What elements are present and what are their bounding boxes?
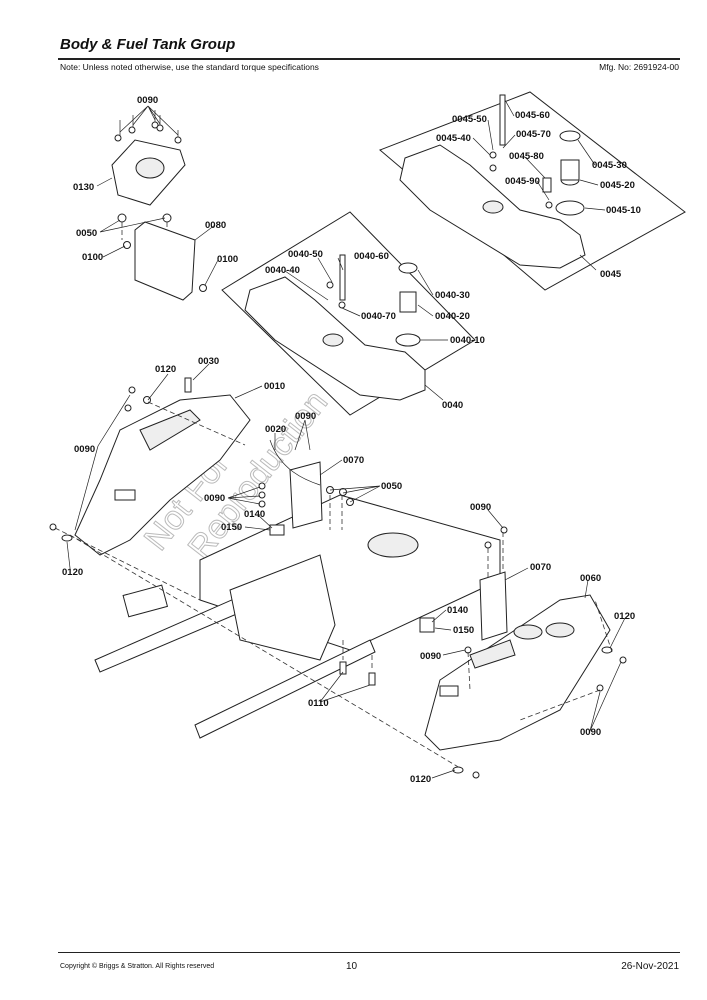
callout-0130: 0130 [73, 182, 94, 193]
callout-0090: 0090 [470, 502, 491, 513]
page-title: Body & Fuel Tank Group [60, 36, 236, 53]
fuel-tank-0045-box [379, 91, 686, 291]
rail-right [194, 639, 376, 739]
rear-body-0060 [419, 594, 611, 751]
front-body-0010 [74, 377, 251, 556]
callout-0040-40: 0040-40 [265, 265, 300, 276]
torque-note: Note: Unless noted otherwise, use the st… [60, 62, 319, 72]
callout-0040: 0040 [442, 400, 463, 411]
copyright: Copyright © Briggs & Stratton. All Right… [60, 963, 215, 970]
callout-0120: 0120 [155, 364, 176, 375]
footer-rule [58, 952, 680, 953]
callout-0020: 0020 [265, 424, 286, 435]
fasteners [49, 386, 627, 779]
callout-0150: 0150 [221, 522, 242, 533]
callout-0070: 0070 [530, 562, 551, 573]
callout-0045-10: 0045-10 [606, 205, 641, 216]
callout-0090: 0090 [74, 444, 95, 455]
callout-labels: 0090 0130 0050 0080 0100 0100 0045-50 00… [62, 95, 641, 785]
callout-0120: 0120 [410, 774, 431, 785]
callout-0045-30: 0045-30 [592, 160, 627, 171]
callout-0040-30: 0040-30 [435, 290, 470, 301]
guide-lines [54, 401, 613, 769]
callout-0040-60: 0040-60 [354, 251, 389, 262]
bracket-hole [135, 157, 165, 179]
callout-0040-70: 0040-70 [361, 311, 396, 322]
callout-0090: 0090 [204, 493, 225, 504]
callout-0090: 0090 [420, 651, 441, 662]
callout-0050: 0050 [76, 228, 97, 239]
fuel-tank-0040-box [221, 211, 476, 416]
callout-0045-70: 0045-70 [516, 129, 551, 140]
cover-0080 [134, 221, 196, 301]
mfg-number: Mfg. No: 2691924-00 [599, 62, 679, 72]
callout-0045-40: 0045-40 [436, 133, 471, 144]
callout-0090: 0090 [295, 411, 316, 422]
callout-0140: 0140 [447, 605, 468, 616]
callout-0040-50: 0040-50 [288, 249, 323, 260]
callout-0100: 0100 [217, 254, 238, 265]
callout-0030: 0030 [198, 356, 219, 367]
callout-0045-90: 0045-90 [505, 176, 540, 187]
date: 26-Nov-2021 [621, 961, 679, 972]
callout-0140: 0140 [244, 509, 265, 520]
callout-0050: 0050 [381, 481, 402, 492]
callout-0010: 0010 [264, 381, 285, 392]
callout-0090: 0090 [580, 727, 601, 738]
page-number: 10 [346, 961, 358, 972]
callout-0070: 0070 [343, 455, 364, 466]
callout-0045-20: 0045-20 [600, 180, 635, 191]
callout-0045-60: 0045-60 [515, 110, 550, 121]
callout-0045: 0045 [600, 269, 622, 280]
callout-0120: 0120 [614, 611, 635, 622]
callout-0040-20: 0040-20 [435, 311, 470, 322]
callout-0060: 0060 [580, 573, 601, 584]
callout-0120: 0120 [62, 567, 83, 578]
callout-0090: 0090 [137, 95, 158, 106]
header-rule [58, 58, 680, 60]
callout-0080: 0080 [205, 220, 226, 231]
callout-0110: 0110 [308, 698, 329, 709]
callout-0100: 0100 [82, 252, 103, 263]
callout-0150: 0150 [453, 625, 474, 636]
support-0070 [258, 439, 508, 641]
bracket-group [111, 110, 207, 301]
callout-0045-50: 0045-50 [452, 114, 487, 125]
leader-lines [66, 99, 626, 779]
callout-0045-80: 0045-80 [509, 151, 544, 162]
callout-0040-10: 0040-10 [450, 335, 485, 346]
